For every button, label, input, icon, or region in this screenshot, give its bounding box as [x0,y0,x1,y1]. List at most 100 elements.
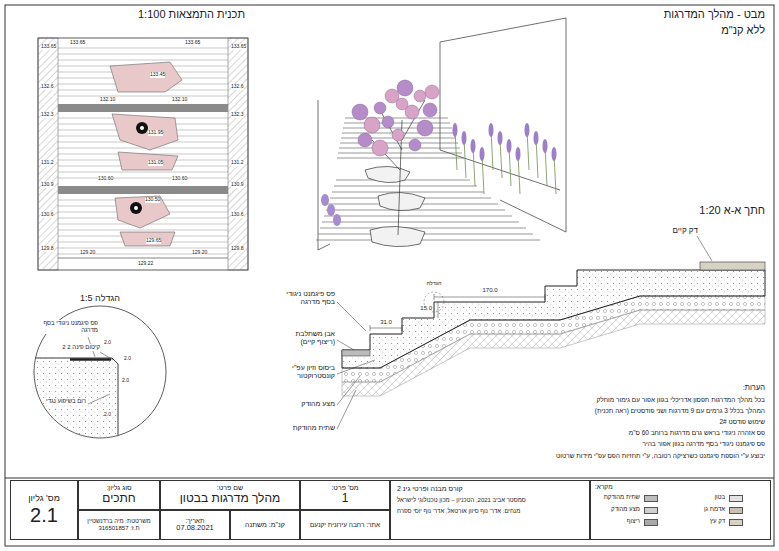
callout-text: פס אזהרה ניגודי בראש גרם מדרגות ברוחב 60… [629,429,765,436]
stair-line [58,54,228,55]
flower-head [516,147,521,161]
dimension-value: 131.95 [148,130,163,136]
flower-head [525,123,530,137]
title-block-cell: משרטטת: מיה ברדנשטייןת.ז: 316501857 [78,510,160,540]
dimension-value: 170.0 [482,287,497,294]
dimension-value: 133.65 [70,40,85,46]
callout-text: יבוצע ע"י הוספת פיגמנט כשרציקה רטובה, ע"… [556,452,765,459]
title-block-cell: קנ"מ: משתנה [230,510,300,540]
stair-line [58,96,228,97]
dimension-value: 131.05 [148,160,163,166]
cell-heading: קנ"מ: משתנה [245,521,285,529]
cell-value: 2.1 [30,504,58,527]
legend-swatch [644,495,658,502]
tree-bloom [392,129,404,141]
dimension-value: 130.60 [98,176,113,182]
callout-text: הערות: [743,384,765,393]
title-block-cell: תאריך:07.08.2021 [160,510,230,540]
dimension-value: 129.65 [146,238,161,244]
callout-text: דק קיים [672,226,698,235]
flower-head [321,194,329,206]
cell-heading: מס' גליון [28,493,60,503]
cell-heading: קורס מבנה ופרטי גינ 2 [397,485,463,493]
tree-bloom [358,133,372,147]
stair-line [324,216,512,217]
tree-bloom [352,104,368,120]
stair-line [326,210,505,211]
dimension-value: 130.9 [231,182,244,188]
cell-heading: אתר: רחבה עירונית יקנעם [310,521,380,528]
legend-text: ריצוף [627,518,640,525]
tree-bloom [417,120,433,136]
stair-line [316,240,540,241]
tree-bloom [364,117,380,133]
dimension-value: 131.2 [41,160,54,166]
cell-value: חתכים [102,492,136,506]
dimension-value: 31.0 [380,319,392,326]
dimension-value: 15.0 [420,305,432,312]
callout-text: המהלך בכלל 3 גרמים עם 9 מדרגות ושני פודס… [595,407,765,414]
legend-swatch [644,519,658,526]
cell-value: ת.ז: 316501857 [98,525,139,532]
title-block-cell: קורס מבנה ופרטי גינ 2 סמסטר אביב 2021, הט… [390,480,590,540]
detail-view [20,306,166,450]
callout-text: שתית מהודקת [293,424,335,432]
dimension-value: 2.0 [104,340,111,346]
callout-text: קיטום פינה 2 2 [62,344,100,351]
callout-text: ביסוס וזיון עפ"י קונסטרוקטור [273,364,335,380]
flower-head [327,204,335,216]
dimension-value: 133.65 [185,40,200,46]
flower-head [471,139,476,153]
flower-head [453,123,458,137]
flower-head [552,147,557,161]
tree-bloom [397,80,413,96]
stair-line [340,143,458,144]
flower-head [462,131,467,145]
legend-swatch [729,495,743,502]
view-title: תכנית התמצאות 1:100 [138,8,245,21]
tree-bloom [396,98,408,110]
legend-swatch [729,519,743,526]
dimension-value: 130.60 [172,176,187,182]
stair-line [58,60,228,61]
stair-line [322,222,519,223]
callout-text: אבן משתלבת (ריצוף קיים) [280,330,335,346]
dimension-value: 132.10 [100,97,115,103]
cell-value: 1 [342,492,349,506]
callout-text: הגדלה [426,280,441,286]
cell-heading: משרטטת: מיה ברדנשטיין [87,518,150,525]
flower-head [534,131,539,145]
legend-text: מצע מהודק [611,506,640,513]
dimension-value: 133.65 [231,44,246,50]
tree-bloom [423,103,437,117]
dimension-value: 132.6 [41,84,54,90]
stair-line [338,153,462,154]
cell-heading: מקרא: [595,483,613,490]
legend-text: בטון [714,494,725,501]
dimension-value: 133.45 [150,72,165,78]
legend-swatch [644,507,658,514]
title-block-cell: מס' גליון2.1 [10,480,78,540]
tree-bloom [425,85,439,99]
dimension-value: 130.6 [41,212,54,218]
dimension-value: 129.8 [231,246,244,252]
stair-line [58,48,228,49]
flower-head [333,214,341,226]
legend-text: שתית מהודקת [604,494,640,501]
stair-line [320,228,526,229]
dimension-value: 133.65 [41,44,56,50]
dimension-value: 132.3 [231,112,244,118]
tree-bloom [382,116,394,128]
stair-line [344,123,450,124]
dimension-value: 129.20 [80,250,95,256]
tree-bloom [414,90,426,102]
cell-heading: סוג גליון: [106,484,131,492]
callout-text: פס פיגמנט ניגודי בסף מדרגה בגוון אפור בה… [643,440,766,447]
cell-value: 07.08.2021 [176,524,214,533]
view-title: הגדלה 1:5 [80,293,120,303]
cell-value: סמסטר אביב 2021, הטכניון – מכון טכנולוגי… [397,497,526,504]
dimension-value: 130.9 [41,182,54,188]
dimension-value: 130.50 [145,197,160,203]
dimension-value: 2.0 [124,356,131,362]
cell-value: מנחים: אדר' נוף סיוון אורטאל, אדר' נוף י… [397,508,520,515]
